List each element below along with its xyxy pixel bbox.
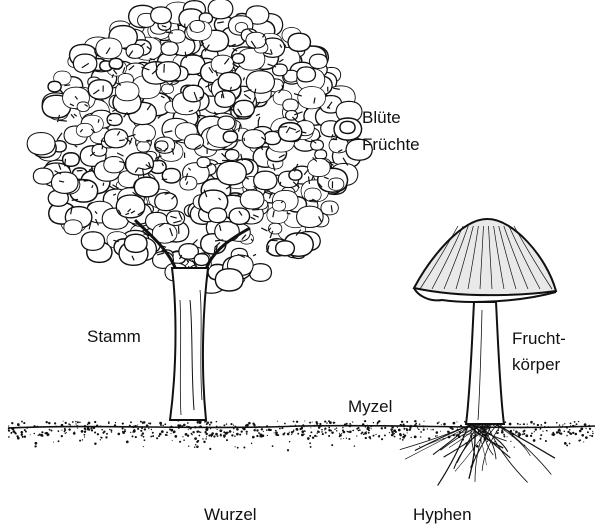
label-stamm: Stamm: [87, 326, 141, 348]
soil-texture: [8, 420, 594, 451]
label-fruchtkoerper-line2: körper: [512, 354, 560, 376]
tree-trunk: [170, 268, 208, 420]
tree-illustration: [27, 0, 372, 474]
label-bluete: Blüte: [362, 107, 401, 129]
ground-surface: [8, 420, 595, 451]
label-fruechte: Früchte: [362, 134, 420, 156]
mushroom-stem: [466, 302, 504, 424]
label-wurzel: Wurzel: [204, 504, 257, 526]
label-hyphen: Hyphen: [413, 504, 472, 526]
label-fruchtkoerper-line1: Frucht-: [512, 328, 566, 350]
mushroom-cap: [414, 219, 556, 295]
label-myzel: Myzel: [348, 396, 392, 418]
tree-crown: [27, 0, 372, 293]
